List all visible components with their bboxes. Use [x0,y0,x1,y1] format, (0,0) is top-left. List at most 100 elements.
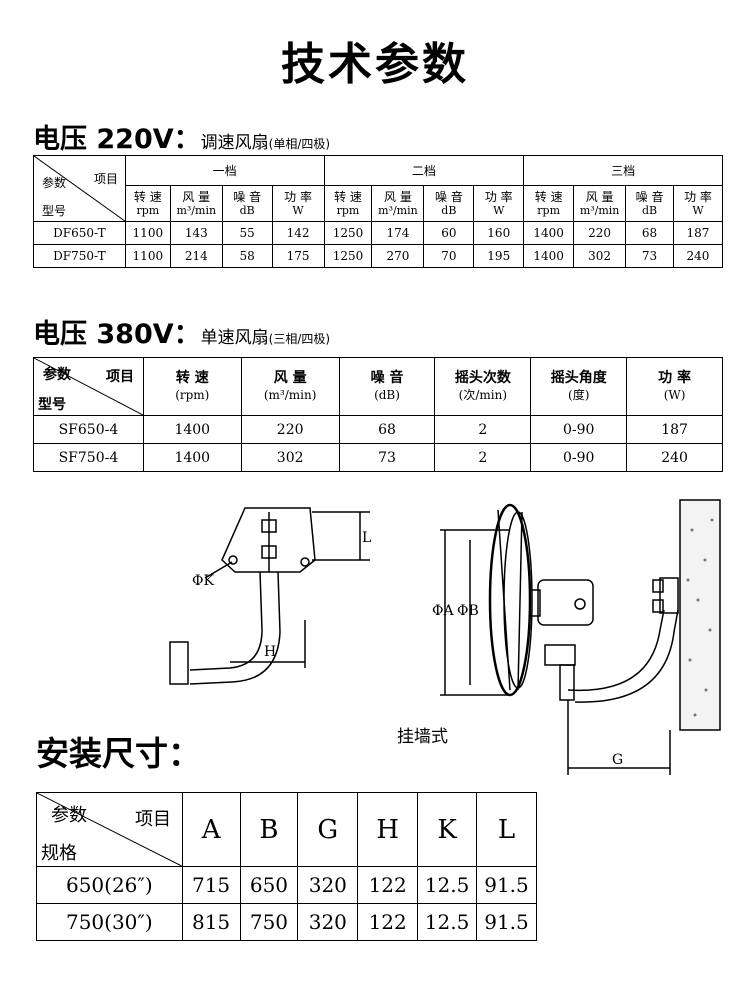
param-name: 转 速 [334,189,362,204]
phase-note: (三相/四极) [268,332,331,346]
dim-label-h: H [264,644,276,660]
dim-column-header: B [239,792,299,867]
diagram-caption: 挂墙式 [397,727,448,747]
param-name: 噪 音 [233,189,262,204]
value-cell: 220 [240,415,340,444]
value-cell: 302 [240,443,340,472]
param-unit: (rpm) [175,387,210,402]
dim-column-header: L [476,792,537,867]
param-name: 摇头次数 [454,369,511,386]
param-header: 摇头角度(度) [530,357,628,416]
value-cell: 187 [626,415,723,444]
param-unit: m³/min [378,203,418,217]
dim-column-header: K [417,792,478,867]
value-cell: 240 [626,443,723,472]
section-380v-heading: 电压 380V：单速风扇(三相/四极) [33,312,330,351]
value-cell: 1250 [323,221,373,245]
param-header: 转 速(rpm) [142,357,242,416]
param-unit: W [292,203,304,217]
value-cell: 2 [434,415,532,444]
value-cell: 175 [271,244,325,268]
spec-cell: 750(30″) [36,903,183,941]
value-cell: 1250 [323,244,373,268]
value-cell: 1400 [523,221,575,245]
param-unit: (次/min) [458,387,508,402]
param-unit: W [692,203,704,217]
value-cell: 58 [221,244,273,268]
param-name: 功 率 [284,189,312,204]
param-unit: (度) [568,387,590,402]
value-cell: 55 [221,221,273,245]
dim-label-g: G [612,752,623,768]
value-cell: 122 [357,866,419,904]
param-unit: m³/min [579,203,620,217]
value-cell: 195 [473,244,525,268]
value-cell: 1400 [142,443,242,472]
value-cell: 320 [297,866,359,904]
param-name: 风 量 [384,189,412,204]
param-name: 转 速 [534,189,563,204]
param-unit: m³/min [176,203,217,217]
value-cell: 60 [423,221,475,245]
value-cell: 0-90 [530,443,628,472]
param-unit: (W) [663,387,686,402]
value-cell: 12.5 [417,903,478,941]
value-cell: 73 [625,244,674,268]
param-name: 功 率 [484,189,513,204]
value-cell: 240 [672,244,724,268]
param-header: 功 率(W) [626,357,723,416]
dim-label-phi-a: ΦA [432,603,454,619]
param-header: 摇头次数(次/min) [434,357,532,416]
param-unit: (m³/min) [263,387,317,402]
param-name: 噪 音 [635,189,664,204]
dim-label-phi-b: ΦB [457,603,479,619]
param-unit: W [493,203,505,217]
installation-diagram: ΦK L H ΦA ΦB G 挂墙式 [169,499,721,775]
param-name: 转 速 [133,189,162,204]
param-name: 噪 音 [434,189,463,204]
param-name: 转 速 [175,369,209,386]
value-cell: 750 [239,903,299,941]
param-unit: dB [441,203,457,217]
value-cell: 270 [371,244,425,268]
value-cell: 320 [297,903,359,941]
value-cell: 68 [338,415,436,444]
value-cell: 715 [181,866,241,904]
spec-table-380v: 参数 项目 型号 转 速(rpm)风 量(m³/min)噪 音(dB)摇头次数(… [33,357,723,472]
param-header: 噪 音(dB) [338,357,436,416]
table-corner-cell: 参数 项目 型号 [33,357,144,416]
value-cell: 1100 [124,244,171,268]
bracket-plate [221,507,316,573]
value-cell: 91.5 [476,903,537,941]
value-cell: 73 [338,443,436,472]
value-cell: 12.5 [417,866,478,904]
param-unit: dB [239,203,255,217]
model-cell: SF750-4 [33,443,144,472]
value-cell: 68 [625,221,674,245]
model-cell: SF650-4 [33,415,144,444]
value-cell: 91.5 [476,866,537,904]
value-cell: 160 [473,221,525,245]
spec-cell: 650(26″) [36,866,183,904]
value-cell: 1400 [142,415,242,444]
value-cell: 302 [573,244,627,268]
param-name: 噪 音 [370,369,404,386]
value-cell: 187 [672,221,724,245]
param-unit: rpm [336,203,360,217]
value-cell: 70 [423,244,475,268]
param-unit: (dB) [374,387,400,402]
model-cell: DF750-T [33,244,126,268]
